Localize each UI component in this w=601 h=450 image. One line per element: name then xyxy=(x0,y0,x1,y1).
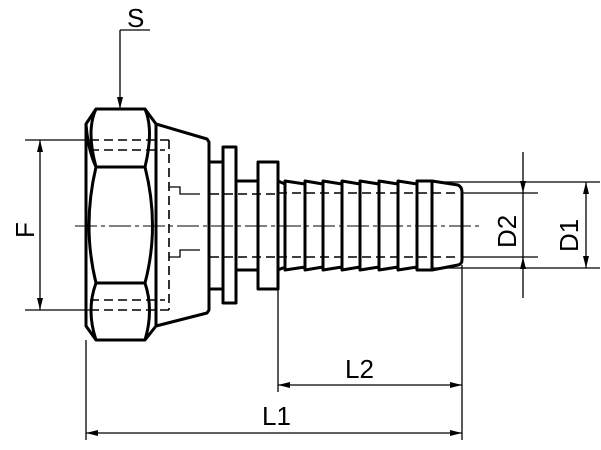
dimension-s: S xyxy=(117,3,150,109)
hex-nut xyxy=(84,107,200,342)
label-l1: L1 xyxy=(262,401,291,431)
hose-barb xyxy=(276,179,464,272)
flange-1 xyxy=(221,145,238,305)
barb-ribs xyxy=(276,179,464,272)
label-d2: D2 xyxy=(492,215,522,248)
dimension-d1: D1 xyxy=(432,181,600,269)
dimension-f: F xyxy=(10,139,92,311)
dimension-l2: L2 xyxy=(277,265,463,440)
dimension-d2: D2 xyxy=(462,152,538,298)
dimension-l1: L1 xyxy=(85,340,462,440)
label-f: F xyxy=(10,222,40,238)
label-l2: L2 xyxy=(345,354,374,384)
label-s: S xyxy=(127,3,144,33)
cone-body xyxy=(155,122,211,328)
label-d1: D1 xyxy=(554,219,584,252)
